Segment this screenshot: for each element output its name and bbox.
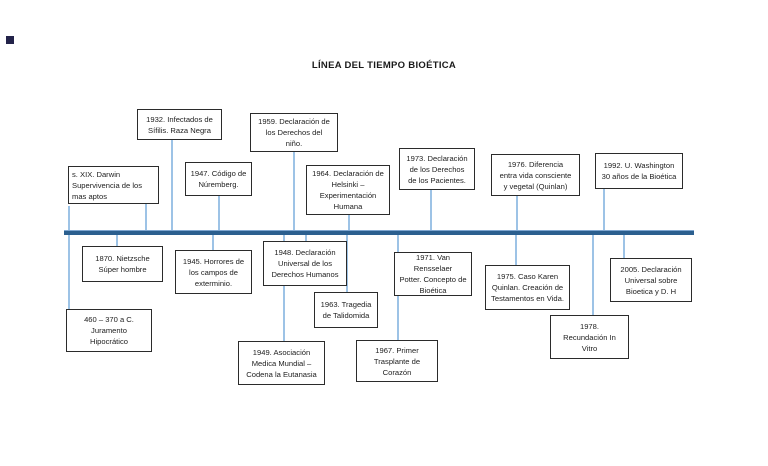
event-box-1932-sifilis: 1932. Infectados de Sífilis. Raza Negra	[137, 109, 222, 140]
connector-1949	[283, 233, 285, 341]
event-box-1973-pacientes: 1973. Declaración de los Derechos de los…	[399, 148, 475, 190]
connector-1975	[515, 233, 517, 265]
event-box-1947-nuremberg: 1947. Código de Núremberg.	[185, 162, 252, 196]
event-box-1870-nietzsche: 1870. Nietzsche Súper hombre	[82, 246, 163, 282]
connector-1948	[305, 233, 307, 241]
timeline-bar	[64, 230, 694, 235]
connector-1947	[218, 196, 220, 233]
event-box-1978-in-vitro: 1978. Recundación In Vitro	[550, 315, 629, 359]
event-box-1948-ddhh: 1948. Declaración Universal de los Derec…	[263, 241, 347, 286]
connector-460-370	[68, 206, 70, 309]
event-box-darwin: s. XIX. Darwin Supervivencia de los mas …	[68, 166, 159, 204]
connector-1973	[430, 190, 432, 233]
connector-1992	[603, 189, 605, 233]
event-box-1959-derechos-nino: 1959. Declaración de los Derechos del ni…	[250, 113, 338, 152]
connector-1870	[116, 233, 118, 246]
page-title: LÍNEA DEL TIEMPO BIOÉTICA	[311, 60, 457, 71]
connector-1964	[348, 215, 350, 233]
connector-darwin	[145, 203, 147, 233]
connector-1963	[346, 233, 348, 292]
event-box-1967-trasplante: 1967. Primer Trasplante de Corazón	[356, 340, 438, 382]
connector-1978	[592, 233, 594, 315]
event-box-1975-karen-quinlan: 1975. Caso Karen Quinlan. Creación de Te…	[485, 265, 570, 310]
event-box-460-370-hipocratico: 460 – 370 a C. Juramento Hipocrático	[66, 309, 152, 352]
connector-1976	[516, 196, 518, 233]
connector-1959	[293, 152, 295, 233]
event-box-1976-quinlan: 1976. Diferencia entra vida consciente y…	[491, 154, 580, 196]
event-box-1949-eutanasia: 1949. Asociación Medica Mundial – Codena…	[238, 341, 325, 385]
connector-2005	[623, 233, 625, 258]
connector-1945	[212, 233, 214, 250]
event-box-1945-exterminio: 1945. Horrores de los campos de extermin…	[175, 250, 252, 294]
connector-1932	[171, 140, 173, 233]
event-box-1971-potter: 1971. Van Rensselaer Potter. Concepto de…	[394, 252, 472, 296]
corner-mark	[6, 36, 14, 44]
event-box-1963-talidomida: 1963. Tragedia de Talidomida	[314, 292, 378, 328]
event-box-2005-unesco: 2005. Declaración Universal sobre Bioeti…	[610, 258, 692, 302]
event-box-1964-helsinki: 1964. Declaración de Helsinki – Experime…	[306, 165, 390, 215]
event-box-1992-washington: 1992. U. Washington 30 años de la Bioéti…	[595, 153, 683, 189]
